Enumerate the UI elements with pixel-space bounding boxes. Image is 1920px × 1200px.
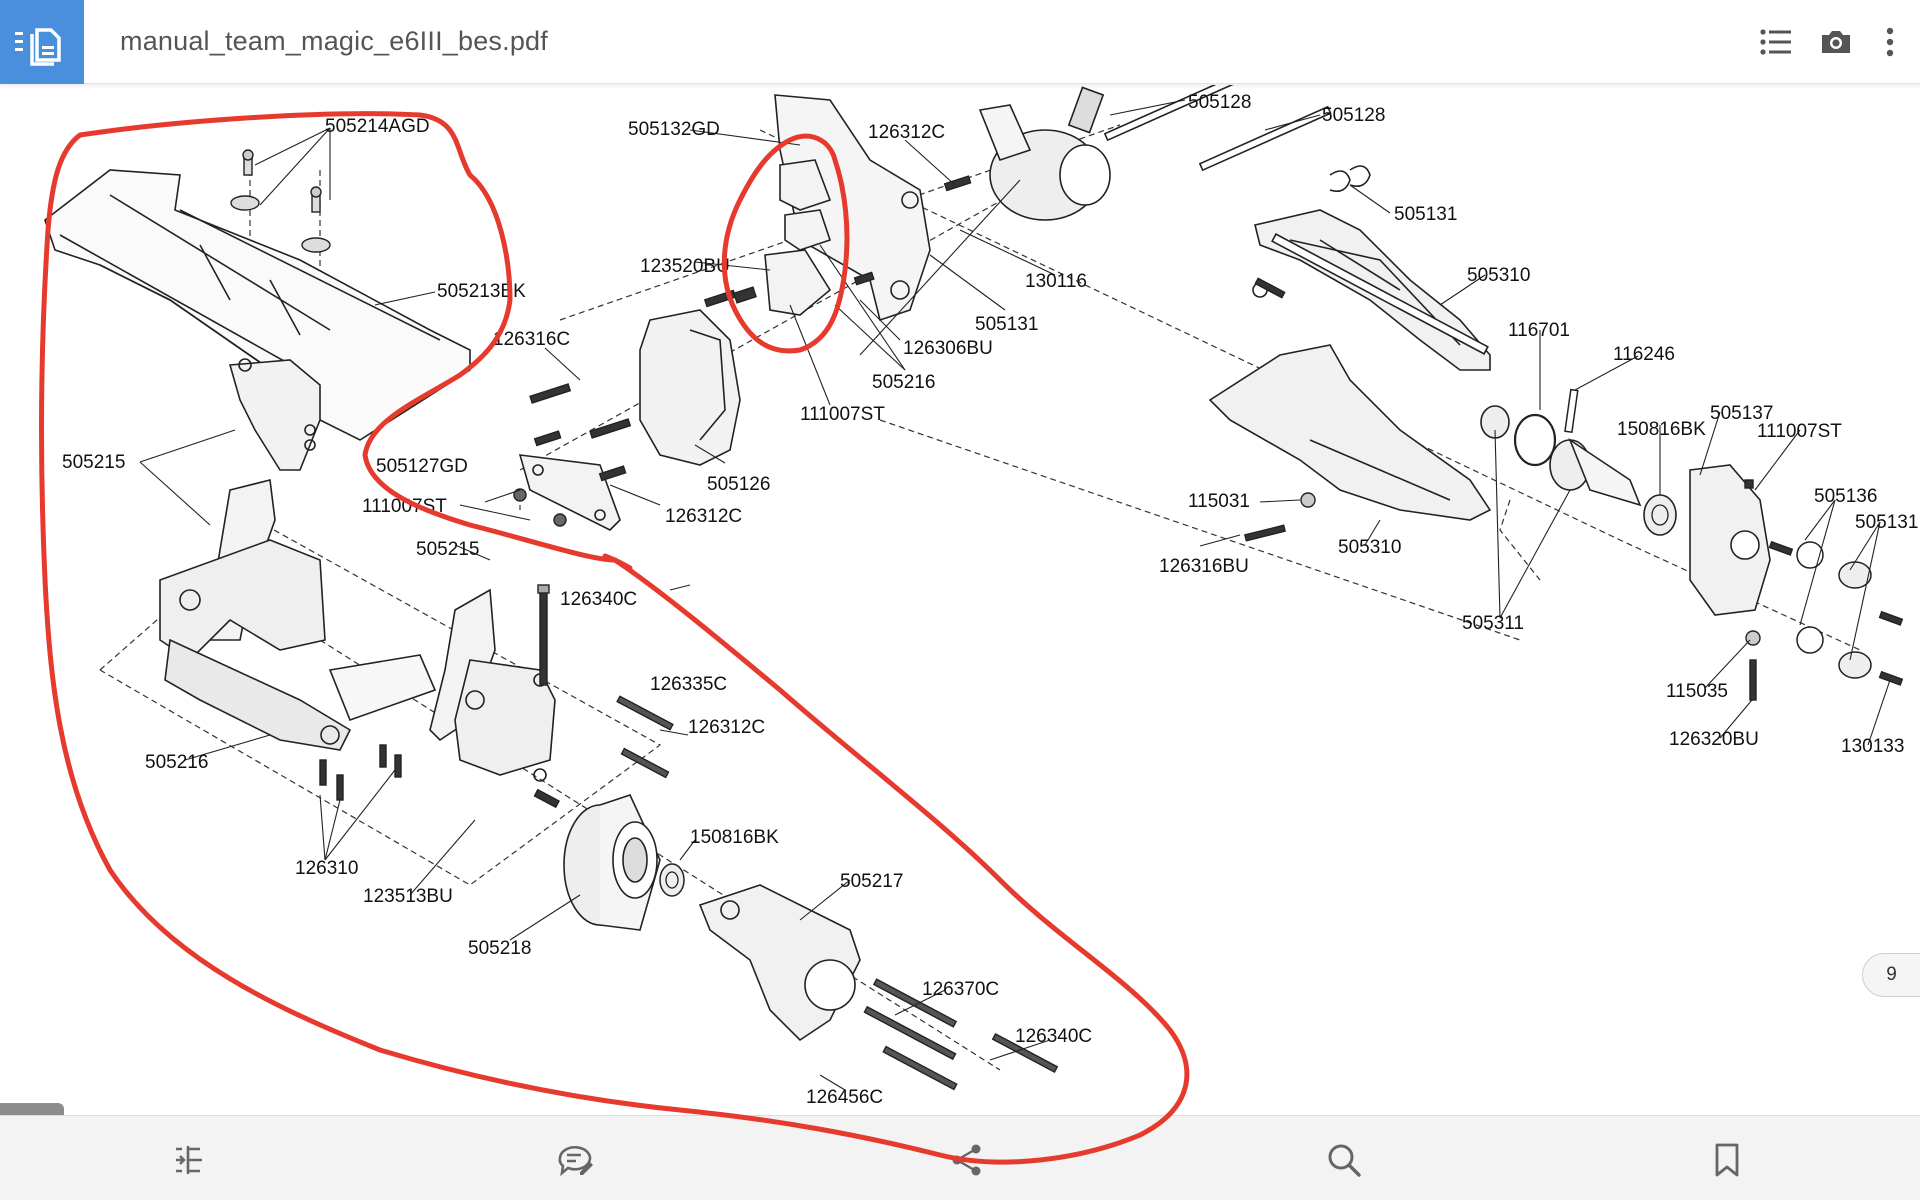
part-label: 126320BU: [1669, 729, 1759, 750]
part-label: 123513BU: [363, 886, 453, 907]
bookmark-button[interactable]: [1705, 1138, 1749, 1182]
part-label: 505310: [1338, 537, 1401, 558]
part-label: 126340C: [560, 589, 637, 610]
rear-bulkhead-center: [429, 588, 556, 782]
part-label: 505311: [1462, 613, 1524, 634]
pdf-page[interactable]: 505214AGD 505213BK 505215 505216 126310 …: [0, 85, 1920, 1115]
part-label: 505217: [840, 871, 903, 892]
part-label: 126316C: [493, 329, 570, 350]
bookmark-icon: [1715, 1143, 1739, 1177]
outline-icon: [176, 1146, 202, 1174]
driveshaft: [1252, 233, 1510, 439]
motor-plate: [698, 884, 861, 1042]
outline-button[interactable]: [168, 1138, 212, 1182]
part-label: 111007ST: [362, 496, 447, 517]
part-label: 505131: [975, 314, 1038, 335]
hub-carrier: [1689, 464, 1771, 616]
part-label: 111007ST: [800, 404, 885, 425]
part-label: 115035: [1666, 681, 1728, 702]
part-label: 505131: [1394, 204, 1457, 225]
part-label: 505215: [416, 539, 479, 560]
differential: [978, 86, 1111, 221]
documents-button[interactable]: [0, 0, 84, 84]
part-label: 505216: [145, 752, 208, 773]
comment-button[interactable]: [553, 1138, 597, 1182]
rear-bulkhead-left: [159, 479, 437, 751]
part-label: 505218: [468, 938, 531, 959]
part-label: 505128: [1188, 92, 1251, 113]
part-label: 505214AGD: [325, 116, 430, 137]
part-label: 130116: [1025, 271, 1087, 292]
part-label: 126312C: [868, 122, 945, 143]
toc-button[interactable]: [1756, 22, 1796, 62]
share-button[interactable]: [945, 1138, 989, 1182]
part-label: 150816BK: [1617, 419, 1706, 440]
part-label: 505215: [62, 452, 125, 473]
share-icon: [952, 1144, 981, 1176]
part-label: 126310: [295, 858, 358, 879]
exploded-parts-diagram: 505214AGD 505213BK 505215 505216 126310 …: [44, 85, 1918, 1108]
part-label: 505128: [1322, 105, 1385, 126]
more-options-button[interactable]: [1870, 22, 1910, 62]
part-label: 123520BU: [640, 256, 730, 277]
documents-icon: [15, 28, 61, 66]
part-label: 126306BU: [903, 338, 993, 359]
part-label: 505131: [1855, 512, 1918, 533]
part-label: 505132GD: [628, 119, 720, 140]
camera-icon: [1822, 31, 1850, 53]
part-label: 116701: [1508, 320, 1570, 341]
part-label: 126335C: [650, 674, 727, 695]
part-label: 505126: [707, 474, 770, 495]
page-number-badge[interactable]: 9: [1862, 953, 1920, 997]
more-vert-icon: [1886, 27, 1894, 57]
part-label: 505127GD: [376, 456, 468, 477]
snapshot-button[interactable]: [1816, 22, 1856, 62]
part-label: 126312C: [688, 717, 765, 738]
part-label: 126340C: [1015, 1026, 1092, 1047]
comment-icon: [558, 1146, 593, 1177]
part-label: 505213BK: [437, 281, 526, 302]
list-icon: [1760, 29, 1791, 55]
part-label: 505136: [1814, 486, 1877, 507]
part-label: 130133: [1841, 736, 1904, 757]
gearbox-housing: [639, 309, 741, 466]
document-title: manual_team_magic_e6III_bes.pdf: [120, 26, 548, 56]
part-label: 505216: [872, 372, 935, 393]
part-label: 126370C: [922, 979, 999, 1000]
part-label: 505310: [1467, 265, 1530, 286]
bottom-toolbar: [0, 1115, 1920, 1200]
search-icon: [1328, 1144, 1361, 1177]
part-label: 126312C: [665, 506, 742, 527]
part-label: 111007ST: [1757, 421, 1842, 442]
scroll-handle[interactable]: [0, 1103, 64, 1115]
search-button[interactable]: [1322, 1138, 1366, 1182]
part-label: 505137: [1710, 403, 1773, 424]
part-label: 126316BU: [1159, 556, 1249, 577]
part-label: 116246: [1613, 344, 1675, 365]
part-label: 150816BK: [690, 827, 779, 848]
motor-mount-drum: [563, 794, 661, 931]
part-label: 126456C: [806, 1087, 883, 1108]
wing-mount: [228, 358, 321, 471]
top-toolbar: manual_team_magic_e6III_bes.pdf: [0, 0, 1920, 84]
lower-wishbone: [1208, 344, 1492, 521]
suspension-blocks: [764, 159, 832, 316]
part-label: 115031: [1188, 491, 1250, 512]
